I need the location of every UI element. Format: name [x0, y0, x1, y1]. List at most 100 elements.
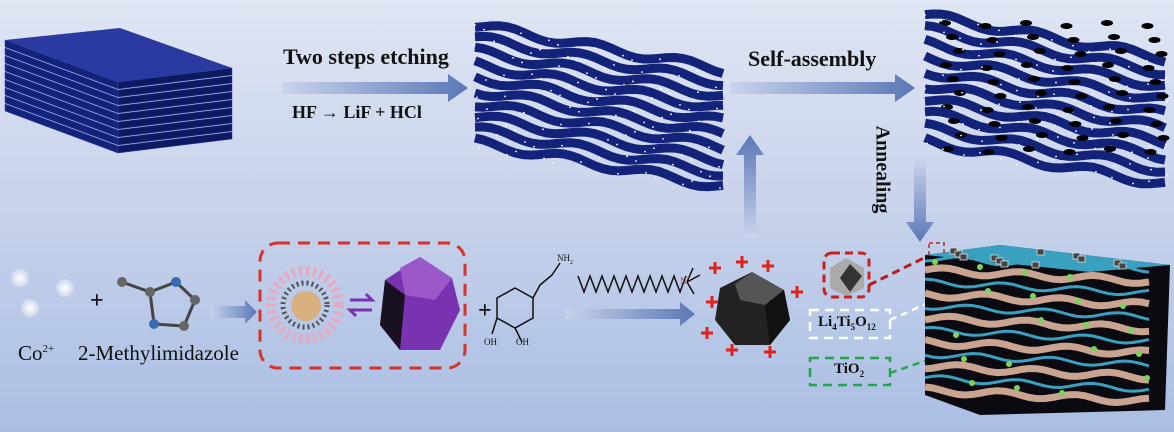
self-assembly-arrow — [730, 74, 915, 102]
dot — [662, 137, 664, 140]
dot — [653, 147, 655, 150]
dot — [624, 105, 626, 107]
dot — [678, 74, 680, 77]
tio2-particle — [985, 288, 991, 294]
zif67-polyhedron-icon — [380, 257, 460, 350]
pore — [1029, 118, 1041, 124]
pore — [1028, 76, 1040, 82]
dot — [661, 116, 663, 119]
dot — [486, 108, 488, 111]
dot — [1016, 89, 1018, 92]
dot — [539, 48, 541, 51]
dot — [942, 148, 944, 151]
dot — [617, 172, 619, 175]
pore — [982, 149, 995, 155]
dot — [578, 110, 580, 113]
dot — [1111, 176, 1113, 179]
plus-charge-v — [710, 296, 714, 308]
dot — [698, 120, 700, 123]
tio2-particle — [1022, 269, 1028, 275]
dot — [940, 93, 942, 96]
tio2-text: TiO — [834, 361, 860, 377]
pore — [1069, 121, 1082, 127]
dot — [1131, 151, 1133, 154]
tio2-particle — [1128, 327, 1134, 333]
self-assembly-label: Self-assembly — [748, 46, 877, 71]
pore — [947, 76, 959, 82]
stack-top — [5, 28, 232, 82]
dot — [1166, 100, 1168, 103]
dot — [1132, 182, 1134, 185]
cobalt-charge: 2+ — [42, 343, 55, 355]
pore — [1102, 62, 1114, 68]
pore — [1062, 107, 1075, 113]
dot — [963, 154, 965, 156]
dot — [1093, 116, 1095, 119]
dot — [719, 187, 721, 190]
dot — [512, 56, 514, 59]
pore — [1115, 48, 1127, 54]
cobalt-bubbles-icon — [11, 269, 74, 317]
positive-charge-icons — [701, 256, 803, 358]
dot — [598, 156, 600, 159]
dot — [1112, 133, 1114, 136]
composite-layer — [924, 289, 1150, 310]
dot — [561, 144, 563, 147]
dot — [635, 160, 637, 162]
plus-charge-v — [766, 260, 770, 272]
pore — [1142, 65, 1155, 71]
mxene-layer — [474, 31, 724, 91]
dot — [1070, 56, 1072, 59]
dot — [550, 89, 552, 92]
pore — [1035, 90, 1047, 96]
dot — [688, 108, 690, 111]
dot — [478, 146, 480, 149]
dot — [978, 54, 980, 57]
pore — [1144, 149, 1157, 155]
pore — [1021, 62, 1033, 68]
dot — [1037, 161, 1039, 164]
dot — [682, 183, 684, 186]
pore — [1141, 23, 1154, 29]
dot — [625, 134, 627, 137]
dot — [1074, 173, 1076, 175]
dot — [942, 74, 944, 77]
dot — [959, 37, 961, 40]
dot — [690, 158, 692, 161]
tio2-particle — [1006, 361, 1012, 367]
dot — [520, 32, 522, 35]
tio2-particle — [1014, 385, 1020, 391]
lto-tio2-composite-stack — [924, 245, 1170, 415]
pore — [1074, 51, 1087, 57]
dot — [1090, 104, 1092, 107]
dot — [504, 95, 506, 98]
composite-top — [925, 245, 1170, 272]
dot — [542, 128, 544, 131]
dot — [1073, 141, 1075, 144]
dot — [605, 88, 607, 91]
annealing-label: Annealing — [871, 125, 894, 214]
composite-layer — [924, 351, 1150, 368]
dot — [679, 104, 681, 106]
pore — [940, 62, 952, 68]
dot — [632, 80, 634, 83]
zif67-modified-polyhedron-icon — [715, 272, 790, 345]
carbon-particle — [1031, 261, 1040, 269]
etching-reaction: HF → LiF + HCl — [292, 102, 422, 122]
pore — [948, 118, 960, 124]
lto-label-box — [808, 308, 892, 340]
dot — [1035, 107, 1037, 109]
tio2-particle — [1083, 322, 1089, 328]
dot — [1109, 122, 1111, 125]
composite-layer — [924, 325, 1150, 345]
cobalt-ion-label: Co2+ — [18, 341, 54, 366]
pore — [1067, 37, 1080, 43]
mxene-layer — [474, 122, 724, 181]
dot — [1128, 139, 1130, 142]
dot — [652, 126, 654, 128]
dot — [515, 150, 517, 153]
dot — [943, 105, 945, 108]
plus-charge-v — [768, 346, 772, 358]
dot — [548, 39, 550, 42]
